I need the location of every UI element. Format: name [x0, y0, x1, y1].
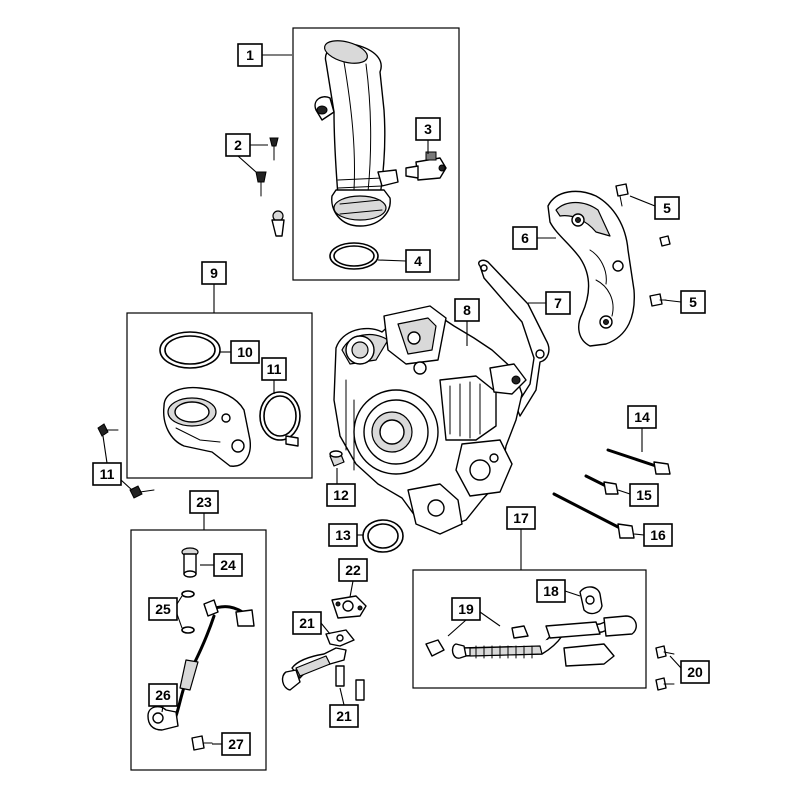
studs-part-21-bottom	[335, 665, 365, 701]
long-bolts-part	[552, 448, 671, 539]
bolts-part-5	[615, 183, 671, 307]
heat-shield-part	[547, 190, 635, 347]
callout-28: 27	[212, 732, 251, 756]
callout-23: 22	[338, 558, 368, 598]
callout-3: 3	[415, 117, 441, 154]
outlet-adapter-part	[163, 386, 251, 467]
callout-8: 8	[454, 298, 480, 346]
callout-18: 17	[506, 506, 536, 570]
bolts-part-12	[97, 423, 155, 499]
callout-21-bottom: 21	[329, 687, 359, 728]
callout-26: 25	[148, 595, 183, 629]
svg-text:15: 15	[636, 487, 652, 503]
svg-text:24: 24	[220, 557, 236, 573]
svg-text:27: 27	[228, 736, 244, 752]
callout-6: 6	[512, 226, 556, 250]
group-frame-outlet-adapter	[126, 312, 313, 479]
svg-text:8: 8	[463, 302, 471, 318]
svg-text:6: 6	[521, 230, 529, 246]
callout-20: 19	[447, 597, 501, 637]
callout-9: 9	[201, 261, 227, 313]
group-frame-inlet-tube	[292, 27, 460, 281]
callout-10: 10	[220, 340, 260, 364]
callout-5-bottom: 5	[663, 290, 706, 314]
callout-19: 18	[536, 579, 581, 603]
svg-text:1: 1	[246, 47, 254, 63]
callout-15: 14	[627, 405, 657, 452]
oil-return-tube-part	[425, 615, 637, 667]
fitting-bolt-part	[191, 735, 213, 751]
callout-11: 11	[261, 357, 287, 394]
svg-text:7: 7	[554, 295, 562, 311]
callout-2: 2	[225, 133, 268, 173]
svg-text:22: 22	[345, 562, 361, 578]
sensor-part	[405, 151, 447, 181]
svg-text:3: 3	[424, 121, 432, 137]
group-frame-oil-feed	[130, 529, 267, 771]
callout-13: 12	[326, 468, 356, 507]
intake-tube-part	[314, 40, 399, 227]
callout-25: 24	[200, 553, 243, 577]
callout-27: 26	[148, 683, 178, 713]
svg-text:26: 26	[155, 687, 171, 703]
screws-part-2	[255, 137, 285, 237]
svg-text:19: 19	[458, 601, 474, 617]
svg-text:16: 16	[650, 527, 666, 543]
svg-text:21: 21	[299, 615, 315, 631]
svg-text:11: 11	[267, 361, 282, 377]
callout-16: 15	[617, 483, 659, 507]
plug-part	[329, 450, 345, 467]
group-frame-oil-return	[412, 569, 647, 689]
callout-1: 1	[237, 43, 292, 67]
svg-text:14: 14	[634, 409, 650, 425]
flex-hose-part	[281, 629, 355, 691]
svg-text:21: 21	[336, 708, 352, 724]
seal-ring-part-4	[329, 242, 379, 270]
gasket-plate-part	[579, 586, 603, 615]
washers-part	[181, 590, 195, 634]
callout-4: 4	[377, 249, 431, 273]
svg-text:20: 20	[687, 664, 703, 680]
svg-text:13: 13	[335, 527, 351, 543]
callout-24: 23	[189, 490, 219, 530]
callout-5-top: 5	[629, 195, 680, 220]
svg-text:10: 10	[237, 344, 253, 360]
svg-text:23: 23	[196, 494, 212, 510]
clamp-part	[259, 391, 301, 447]
svg-text:11: 11	[100, 466, 115, 482]
svg-text:5: 5	[663, 200, 671, 216]
svg-text:17: 17	[513, 510, 529, 526]
svg-text:25: 25	[155, 601, 171, 617]
oil-feed-line-part	[147, 599, 255, 731]
callout-21-right: 20	[669, 655, 710, 684]
svg-text:9: 9	[210, 265, 218, 281]
callout-14: 13	[328, 523, 363, 547]
svg-text:12: 12	[333, 487, 349, 503]
gasket-ring-part-14	[362, 519, 404, 553]
svg-text:2: 2	[234, 137, 242, 153]
banjo-bolt-part	[181, 547, 199, 578]
svg-text:4: 4	[414, 253, 422, 269]
turbocharger-part	[333, 305, 527, 535]
svg-text:5: 5	[689, 294, 697, 310]
callout-12: 11	[92, 435, 133, 491]
callout-17: 16	[633, 523, 673, 547]
callout-22: 21	[292, 611, 331, 635]
flange-gasket-part	[331, 595, 367, 619]
svg-text:18: 18	[543, 583, 559, 599]
callout-7: 7	[528, 291, 571, 315]
seal-part-10	[159, 331, 221, 369]
bolts-part-21-right	[655, 645, 675, 691]
